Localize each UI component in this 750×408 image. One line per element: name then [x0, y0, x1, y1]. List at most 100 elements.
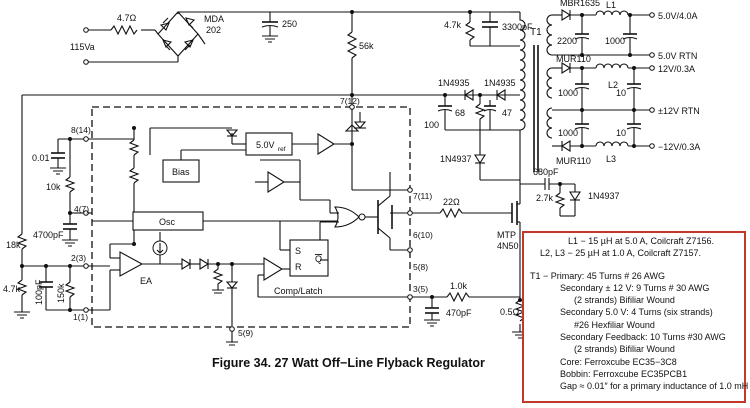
- bridge-rectifier: [157, 11, 199, 57]
- snubber-section: 4.7k 3300pF: [444, 10, 533, 47]
- pin8-label: 8(14): [71, 125, 91, 135]
- latch-label: Comp/Latch: [274, 286, 323, 296]
- pin3-label: 3(5): [413, 284, 428, 294]
- transformer-label: T1: [530, 27, 542, 38]
- pin7b-label: 7(11): [413, 191, 432, 201]
- v12v-out-label: 12V/0.3A: [658, 64, 695, 74]
- vref-sub-label: ref: [278, 146, 286, 153]
- c-001-label: 0.01: [32, 153, 50, 163]
- d-b-label: 1N4935: [484, 78, 516, 88]
- r-27k-label: 2.7k: [536, 193, 554, 203]
- error-amplifier: [119, 251, 144, 277]
- v12v-rtn-label: ±12V RTN: [658, 106, 700, 116]
- pin7-label: 7(12): [340, 96, 360, 106]
- note-bobbin: Bobbin: Ferroxcube EC35PCB1: [560, 368, 688, 379]
- r-05-label: 0.5Ω: [500, 307, 520, 317]
- pin1-label: 1(1): [73, 312, 88, 322]
- d-12v-a-label: MUR110: [556, 54, 591, 64]
- r-18k-label: 18k: [6, 240, 21, 250]
- pin6-label: 6(10): [413, 230, 433, 240]
- c-12v-b-label: 10: [616, 88, 626, 98]
- r-in-label: 4.7Ω: [117, 13, 137, 23]
- vref-label: 5.0V: [256, 140, 275, 150]
- note-sec-5v: Secondary 5.0 V: 4 Turns (six strands): [560, 307, 713, 318]
- l3-label: L3: [606, 154, 616, 164]
- pin4-label: 4(7): [74, 204, 89, 214]
- d-c-label: 1N4937: [440, 154, 472, 164]
- c-470-label: 470pF: [446, 308, 472, 318]
- c-100-label: 100: [424, 120, 439, 130]
- note-l2l3: L2, L3 − 25 µH at 1.0 A, Coilcraft Z7157…: [540, 248, 702, 259]
- note-sec-fb-wind: (2 strands) Bifiliar Wound: [574, 344, 675, 355]
- internal-amplifier: [267, 171, 286, 193]
- latch-r-label: R: [295, 262, 302, 272]
- aux-supply: 1N4935 1N4935 100 68 47 1N4937: [350, 78, 520, 180]
- note-sec-12v-wind: (2 strands) Bifiliar Wound: [574, 295, 675, 306]
- bridge-label-2: 202: [206, 25, 221, 35]
- controller-ic: 7(12) 5.0V ref Bias: [91, 95, 433, 346]
- note-sec-5v-wind: #26 Hexfiliar Wound: [574, 319, 655, 330]
- c-47-label: 47: [502, 108, 512, 118]
- figure-caption: Figure 34. 27 Watt Off−Line Flyback Regu…: [212, 356, 485, 370]
- c-n12-b-label: 10: [616, 128, 626, 138]
- r-22-label: 22Ω: [443, 197, 460, 207]
- d-5v-label: MBR1635: [560, 0, 600, 8]
- bias-label: Bias: [172, 167, 190, 177]
- l2-label: L2: [608, 80, 618, 90]
- uvlo-comparator: [317, 133, 336, 155]
- note-sec-12v: Secondary ± 12 V: 9 Turns # 30 AWG: [560, 282, 710, 293]
- note-sec-feedback: Secondary Feedback: 10 Turns #30 AWG: [560, 332, 726, 343]
- v5v-rtn-label: 5.0V RTN: [658, 51, 697, 61]
- ea-label: EA: [140, 276, 152, 286]
- pin5b-label: 5(9): [238, 328, 253, 338]
- c-bulk-label: 250: [282, 19, 297, 29]
- pwm-latch: [289, 239, 329, 277]
- note-gap: Gap ≈ 0.01″ for a primary inductance of …: [560, 381, 749, 392]
- note-l1: L1 − 15 µH at 5.0 A, Coilcraft Z7156.: [568, 236, 715, 246]
- ac-input-label: 115Va: [70, 42, 95, 52]
- c-snub-label: 3300pF: [502, 22, 533, 32]
- pin2-label: 2(3): [71, 253, 86, 263]
- ac-input-section: 4.7Ω 115Va MDA 202 250 56k: [70, 10, 470, 95]
- transformer-t1: T1: [480, 12, 553, 192]
- latch-q-label: Q: [315, 254, 322, 264]
- bridge-label-1: MDA: [204, 14, 224, 24]
- r-snub-label: 4.7k: [444, 20, 462, 30]
- r-1k-label: 1.0k: [450, 281, 468, 291]
- pin5-label: 5(8): [413, 262, 428, 272]
- c-12v-a-label: 1000: [558, 88, 578, 98]
- d-a-label: 1N4935: [438, 78, 470, 88]
- output-5v: MBR1635 2200 L1 1000 5.0V/4.0A 5.0V RTN: [552, 0, 698, 61]
- nor-gate: [334, 206, 360, 228]
- r-150k-label: 150k: [56, 283, 66, 303]
- v5v-out-label: 5.0V/4.0A: [658, 11, 698, 21]
- vneg12v-out-label: −12V/0.3A: [658, 142, 700, 152]
- r-47k-label: 4.7k: [3, 284, 21, 294]
- c-5v-a-label: 2200: [557, 36, 577, 46]
- output-neg12v: 1000 10 MUR110 L3 −12V/0.3A: [552, 110, 700, 166]
- c-5v-b-label: 1000: [605, 36, 625, 46]
- d-12v-b-label: MUR110: [556, 156, 591, 166]
- c-100pf-label: 100pF: [34, 279, 44, 305]
- q-name-label: MTP: [497, 230, 516, 240]
- c-4700-label: 4700pF: [33, 230, 64, 240]
- output-12v: MUR110 1000 L2 10 12V/0.3A ±12V RTN: [552, 54, 700, 116]
- r-10k-label: 10k: [46, 182, 61, 192]
- controller-left-pins: 8(14) 0.01 10k 4(7) 4700pF 18k 2(3): [3, 94, 352, 322]
- r-68-label: 68: [455, 108, 465, 118]
- c-n12-a-label: 1000: [558, 128, 578, 138]
- design-notes-box: L1 − 15 µH at 5.0 A, Coilcraft Z7156. L2…: [522, 231, 749, 403]
- note-t1-primary: T1 − Primary: 45 Turns # 26 AWG: [530, 270, 665, 281]
- r-start-label: 56k: [359, 41, 374, 51]
- osc-label: Osc: [159, 217, 176, 227]
- latch-s-label: S: [295, 246, 301, 256]
- d-d-label: 1N4937: [588, 191, 620, 201]
- q-part-label: 4N50: [497, 241, 519, 251]
- mosfet-section: 680pF 2.7k 1N4937 MTP 4N50 22Ω 0.5Ω: [410, 167, 620, 339]
- l1-label: L1: [606, 0, 616, 10]
- c-680-label: 680pF: [533, 167, 559, 177]
- note-core: Core: Ferroxcube EC35−3C8: [560, 356, 677, 367]
- current-comparator: [263, 257, 284, 281]
